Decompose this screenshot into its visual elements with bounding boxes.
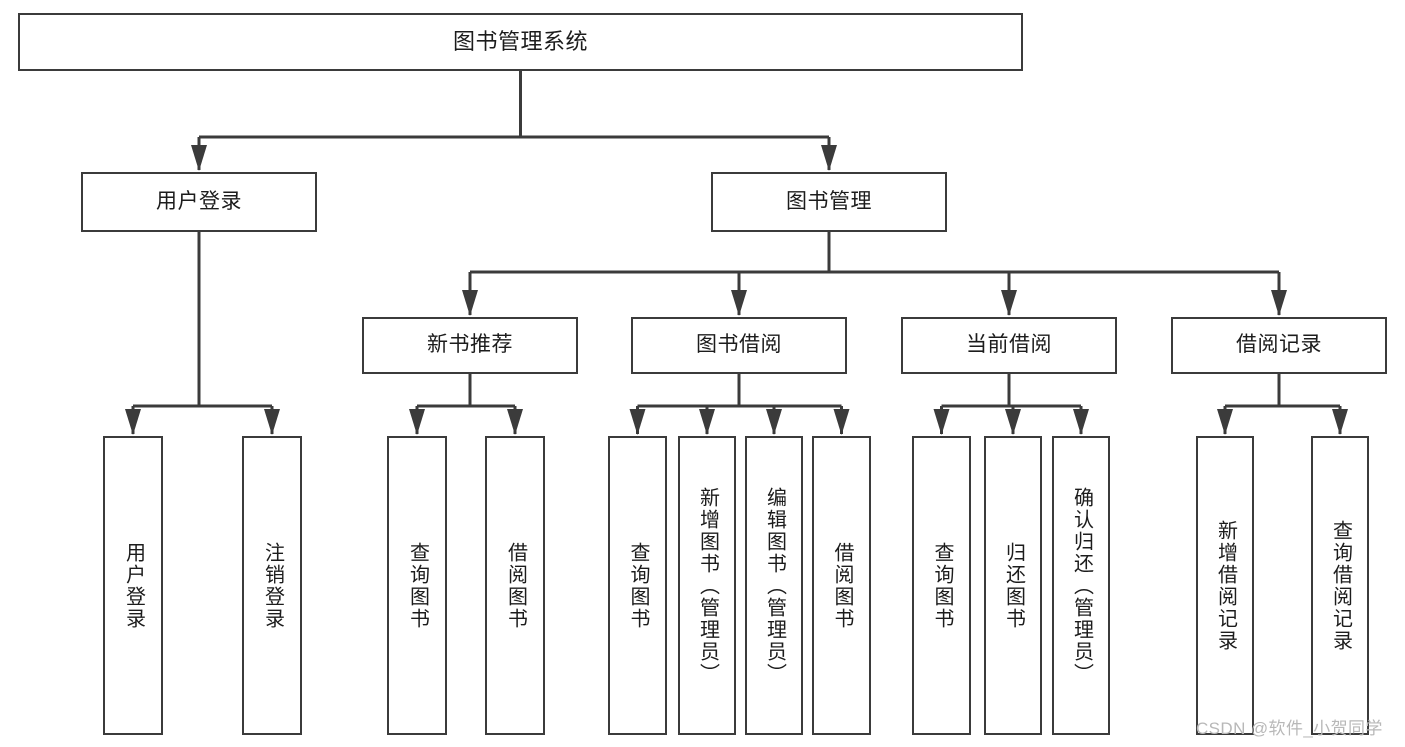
node-leaf-user-logout[interactable]: 注销登录 xyxy=(242,436,302,735)
node-label: 查询借阅记录 xyxy=(1329,519,1352,652)
node-label: 新书推荐 xyxy=(427,333,513,357)
node-label: 借阅图书 xyxy=(504,541,527,630)
arrow-head-icon-leaf-rec-borrow-book xyxy=(507,409,523,435)
arrow-head-icon-leaf-user-logout xyxy=(264,409,280,435)
node-leaf-current-query-book[interactable]: 查询图书 xyxy=(912,436,971,735)
node-user-login[interactable]: 用户登录 xyxy=(81,172,317,232)
node-leaf-record-add[interactable]: 新增借阅记录 xyxy=(1196,436,1254,735)
node-label: 新增借阅记录 xyxy=(1214,519,1237,652)
arrow-head-icon-leaf-user-login xyxy=(125,409,141,435)
node-leaf-user-login[interactable]: 用户登录 xyxy=(103,436,163,735)
arrow-head-icon-book-borrow xyxy=(731,290,747,316)
arrow-head-icon-borrow-record xyxy=(1271,290,1287,316)
node-label: 查询图书 xyxy=(627,541,649,630)
node-label: 新增图书（管理员） xyxy=(696,486,719,685)
node-book-borrow[interactable]: 图书借阅 xyxy=(631,317,847,374)
node-new-book-rec[interactable]: 新书推荐 xyxy=(362,317,578,374)
node-label: 归还图书 xyxy=(1002,541,1025,630)
node-label: 确认归还（管理员） xyxy=(1070,486,1093,685)
node-leaf-current-confirm-return[interactable]: 确认归还（管理员） xyxy=(1052,436,1110,735)
node-label: 查询图书 xyxy=(931,541,953,630)
arrow-head-icon-leaf-borrow-edit-book xyxy=(766,409,782,435)
watermark: CSDN @软件_小贺同学 xyxy=(1196,719,1383,738)
arrow-head-icon-user-login xyxy=(191,145,207,171)
arrow-head-icon-leaf-borrow-query-book xyxy=(629,409,646,435)
arrow-head-icon-leaf-record-add xyxy=(1217,409,1233,435)
node-label: 图书借阅 xyxy=(696,333,782,357)
node-leaf-rec-query-book[interactable]: 查询图书 xyxy=(387,436,447,735)
arrow-head-icon-current-borrow xyxy=(1001,290,1017,316)
node-leaf-borrow-add-book[interactable]: 新增图书（管理员） xyxy=(678,436,736,735)
node-label: 图书管理系统 xyxy=(452,29,588,55)
node-leaf-borrow-query-book[interactable]: 查询图书 xyxy=(608,436,667,735)
node-leaf-rec-borrow-book[interactable]: 借阅图书 xyxy=(485,436,545,735)
node-borrow-record[interactable]: 借阅记录 xyxy=(1171,317,1387,374)
node-current-borrow[interactable]: 当前借阅 xyxy=(901,317,1117,374)
arrow-head-icon-leaf-borrow-borrow-book xyxy=(833,409,850,435)
node-label: 图书管理 xyxy=(786,189,872,213)
arrow-head-icon-leaf-rec-query-book xyxy=(409,409,425,435)
node-book-manage[interactable]: 图书管理 xyxy=(711,172,947,232)
arrow-head-icon-book-manage xyxy=(821,145,837,171)
node-leaf-borrow-borrow-book[interactable]: 借阅图书 xyxy=(812,436,871,735)
node-label: 借阅记录 xyxy=(1236,333,1322,357)
node-root[interactable]: 图书管理系统 xyxy=(18,13,1023,71)
node-label: 借阅图书 xyxy=(831,541,853,630)
arrow-head-icon-leaf-current-confirm-return xyxy=(1073,409,1089,435)
node-label: 编辑图书（管理员） xyxy=(763,486,786,685)
node-leaf-record-query[interactable]: 查询借阅记录 xyxy=(1311,436,1369,735)
node-label: 查询图书 xyxy=(406,541,429,630)
node-label: 用户登录 xyxy=(122,541,145,630)
arrow-head-icon-leaf-current-return-book xyxy=(1005,409,1021,435)
arrow-head-icon-leaf-borrow-add-book xyxy=(699,409,715,435)
arrow-head-icon-leaf-record-query xyxy=(1332,409,1348,435)
arrow-head-icon-leaf-current-query-book xyxy=(933,409,950,435)
arrow-head-icon-new-book-rec xyxy=(462,290,478,316)
node-leaf-current-return-book[interactable]: 归还图书 xyxy=(984,436,1042,735)
node-label: 用户登录 xyxy=(156,189,242,213)
node-label: 当前借阅 xyxy=(966,333,1052,357)
node-label: 注销登录 xyxy=(261,541,284,630)
node-leaf-borrow-edit-book[interactable]: 编辑图书（管理员） xyxy=(745,436,803,735)
